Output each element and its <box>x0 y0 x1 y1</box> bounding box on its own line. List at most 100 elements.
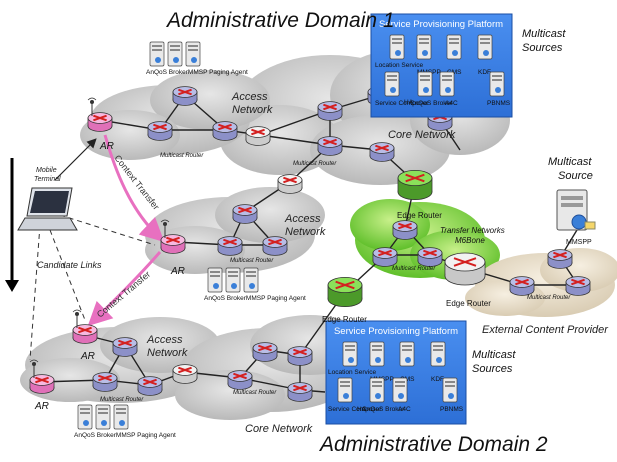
spp-bottom: Service Provisioning Platform Location S… <box>325 320 467 425</box>
server-icon <box>430 341 446 367</box>
server-icon <box>489 71 505 97</box>
context-transfer-label-bottom: Context Transfer <box>95 269 152 319</box>
edge-router-2 <box>444 252 486 286</box>
server-icon <box>77 404 93 430</box>
server-icon <box>392 377 408 403</box>
ar-router-bottom-2 <box>29 359 55 394</box>
server-label: Location Service <box>375 62 423 69</box>
external-router-3 <box>547 249 573 269</box>
edge-router-label-2: Edge Router <box>446 299 491 308</box>
server-icon <box>416 34 432 60</box>
server-label: A4C <box>445 100 458 107</box>
multicast-router-top-1 <box>147 121 173 141</box>
core-router-white-2 <box>277 174 303 194</box>
access-server-labels: AnQoS BrokerMMSP Paging Agent <box>204 295 306 302</box>
ar-label-top: AR <box>99 141 114 152</box>
server-icon <box>417 71 433 97</box>
server-label-ha: HA <box>357 406 367 413</box>
multicast-router-label: Multicast Router <box>527 295 571 301</box>
server-icon <box>439 71 455 97</box>
multicast-router-label: Multicast Router <box>100 397 144 403</box>
core-router-white-1 <box>245 126 271 146</box>
access-router-bottom-1 <box>112 337 138 357</box>
mobile-to-ar-arrow <box>54 138 97 181</box>
access-router-mid-2 <box>262 236 288 256</box>
ar-router-bottom-1 <box>72 309 98 344</box>
server-label: CMS <box>447 69 462 76</box>
multicast-router-label: Multicast Router <box>392 266 436 272</box>
edge-router-label-1: Edge Router <box>397 211 442 220</box>
transfer-router-2 <box>372 247 398 267</box>
server-label: KDF <box>431 376 444 383</box>
spp-bottom-servers: Location ServiceMMSPPCMSKDFService Compo… <box>328 341 464 413</box>
ar-router-middle <box>160 219 186 254</box>
server-icon <box>446 34 462 60</box>
core-router-top-3 <box>317 136 343 156</box>
multicast-router-label: Multicast Router <box>160 153 204 159</box>
server-icon <box>113 404 129 430</box>
server-label: A4C <box>398 406 411 413</box>
movement-arrowhead <box>5 280 19 292</box>
access-router-top-2 <box>212 121 238 141</box>
context-transfer-label-top: Context Transfer <box>112 153 161 212</box>
server-label: Location Service <box>328 369 376 376</box>
mmspp-label: MMSPP <box>566 239 592 246</box>
edge-router-label-3: Edge Router <box>322 315 367 324</box>
access-server-labels: AnQoS BrokerMMSP Paging Agent <box>74 432 176 439</box>
server-icon <box>342 341 358 367</box>
server-icon <box>369 341 385 367</box>
server-label: CnQoS Broker <box>410 100 453 107</box>
server-label: Service Composer <box>375 100 429 107</box>
server-icon <box>477 34 493 60</box>
core-router-bottom-2 <box>287 346 313 366</box>
admin-domain-2-title: Administrative Domain 2 <box>318 433 548 456</box>
multicast-router-mid <box>217 236 243 256</box>
server-icon <box>207 267 223 293</box>
server-icon <box>225 267 241 293</box>
server-label: PBNMS <box>487 100 511 107</box>
spp-top-servers: Location ServiceMMSPPCMSKDFService Compo… <box>375 34 511 107</box>
ar-router-top <box>87 97 113 132</box>
external-content-provider-label: External Content Provider <box>482 324 609 336</box>
core-network-label-top: Core Network <box>388 129 456 141</box>
ar-label-bottom-1: AR <box>80 351 95 362</box>
multicast-router-label: Multicast Router <box>233 390 277 396</box>
external-router-1 <box>509 276 535 296</box>
edge-router-1 <box>397 169 433 201</box>
context-transfer-arrow-bottom <box>87 251 162 327</box>
server-label: Service Composer <box>328 406 382 413</box>
access-router-mid-1 <box>232 204 258 224</box>
edge-router-3 <box>327 276 363 308</box>
access-server-labels: AnQoS BrokerMMSP Paging Agent <box>146 69 248 76</box>
server-icon <box>185 41 201 67</box>
ar-label-middle: AR <box>170 266 185 277</box>
server-icon <box>243 267 259 293</box>
server-icon <box>384 71 400 97</box>
server-icon <box>95 404 111 430</box>
spp-bottom-title: Service Provisioning Platform <box>334 326 458 337</box>
multicast-router-bottom-access <box>92 372 118 392</box>
server-icon <box>389 34 405 60</box>
admin-domain-1-title: Administrative Domain 1 <box>165 9 395 32</box>
access-router-bottom-2 <box>137 376 163 396</box>
ar-label-bottom-2: AR <box>34 401 49 412</box>
laptop-icon <box>17 187 78 231</box>
server-icon <box>442 377 458 403</box>
spp-top: Service Provisioning Platform Location S… <box>370 13 513 118</box>
multicast-router-bottom-core <box>227 370 253 390</box>
multicast-router-label: Multicast Router <box>230 258 274 264</box>
server-label: CnQoS Broker <box>362 406 405 413</box>
server-icon <box>369 377 385 403</box>
server-icon <box>167 41 183 67</box>
external-router-2 <box>565 276 591 296</box>
